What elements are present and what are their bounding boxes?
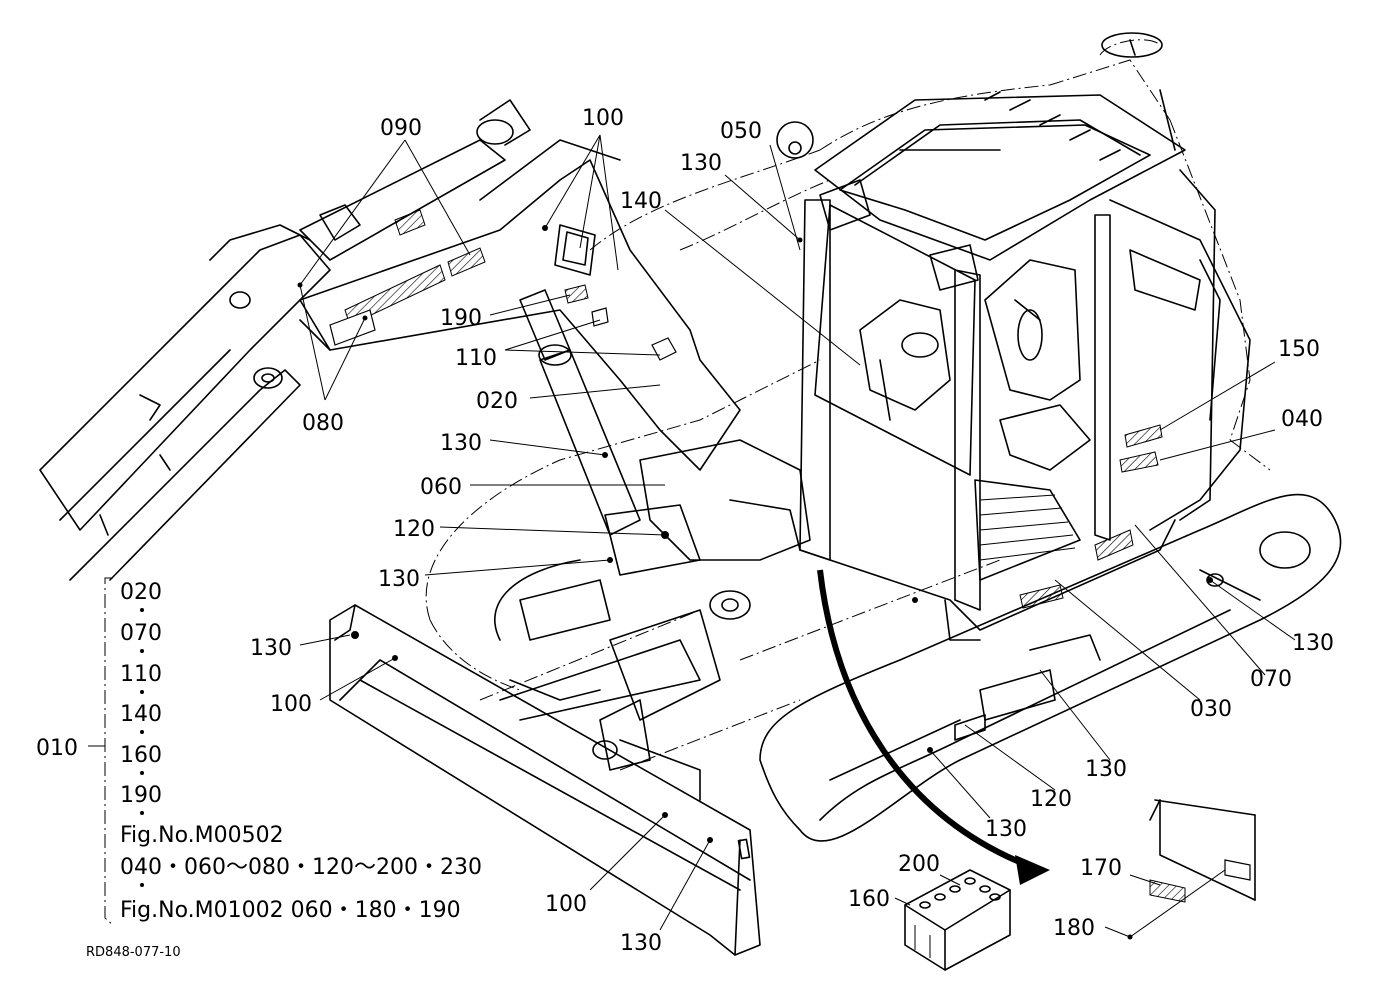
cab [776, 32, 1251, 641]
callout-130-step: 130 [1085, 757, 1127, 782]
callout-120-frame: 120 [393, 517, 435, 542]
callout-150: 150 [1278, 337, 1320, 362]
battery [904, 869, 1011, 971]
callout-160: 160 [848, 887, 890, 912]
callout-140: 140 [620, 189, 662, 214]
callout-130-frame: 130 [378, 567, 420, 592]
callout-030: 030 [1190, 697, 1232, 722]
callout-130-blade-top: 130 [250, 636, 292, 661]
callout-040: 040 [1281, 407, 1323, 432]
boom-assembly [299, 139, 741, 471]
callout-100-blade: 100 [270, 692, 312, 717]
arm-assembly [39, 99, 531, 581]
battery-location-arrow [817, 569, 1042, 873]
callout-060: 060 [420, 475, 462, 500]
leader-lines [299, 134, 1296, 938]
callout-080: 080 [302, 411, 344, 436]
drawing-code: RD848-077-10 [86, 945, 181, 960]
detail-panel [1149, 799, 1256, 903]
legend-ref2: Fig.No.M01002 060・180・190 [120, 898, 461, 923]
legend-item: 190 [120, 783, 162, 808]
upper-structure-outline [425, 39, 1271, 691]
boom-cylinder [519, 289, 701, 576]
legend-item: 160 [120, 743, 162, 768]
callout-190: 190 [440, 306, 482, 331]
callout-130-track: 130 [985, 817, 1027, 842]
excavator-illustration [39, 32, 1342, 971]
callout-130-cab: 130 [680, 151, 722, 176]
legend-item: 110 [120, 662, 162, 687]
callout-100-blade-bottom: 100 [545, 892, 587, 917]
legend-item: 140 [120, 702, 162, 727]
callout-070: 070 [1250, 667, 1292, 692]
legend-group-label: 010 [36, 736, 78, 761]
callout-090: 090 [380, 116, 422, 141]
callout-200: 200 [898, 852, 940, 877]
swing-frame [592, 439, 811, 760]
callout-120-track: 120 [1030, 787, 1072, 812]
callout-130-blade-bottom: 130 [620, 931, 662, 956]
part-markers [297, 225, 1213, 940]
callout-020: 020 [476, 389, 518, 414]
callout-labels: 090 100 050 130 140 190 110 020 130 060 … [250, 106, 1334, 956]
callout-110: 110 [455, 346, 497, 371]
legend-ref1-label: Fig.No.M00502 [120, 823, 284, 848]
callout-130-track-right: 130 [1292, 631, 1334, 656]
callout-170: 170 [1080, 856, 1122, 881]
callout-050: 050 [720, 119, 762, 144]
legend-item: 020 [120, 580, 162, 605]
callout-180: 180 [1053, 916, 1095, 941]
parts-group-legend: 010 020 070 110 140 160 190 Fig.No.M0050… [36, 577, 482, 926]
callout-100-top: 100 [582, 106, 624, 131]
legend-ref1-parts: 040・060～080・120～200・230 [120, 855, 482, 880]
battery-arrowhead [1015, 855, 1050, 885]
legend-item: 070 [120, 621, 162, 646]
callout-130-boom: 130 [440, 431, 482, 456]
